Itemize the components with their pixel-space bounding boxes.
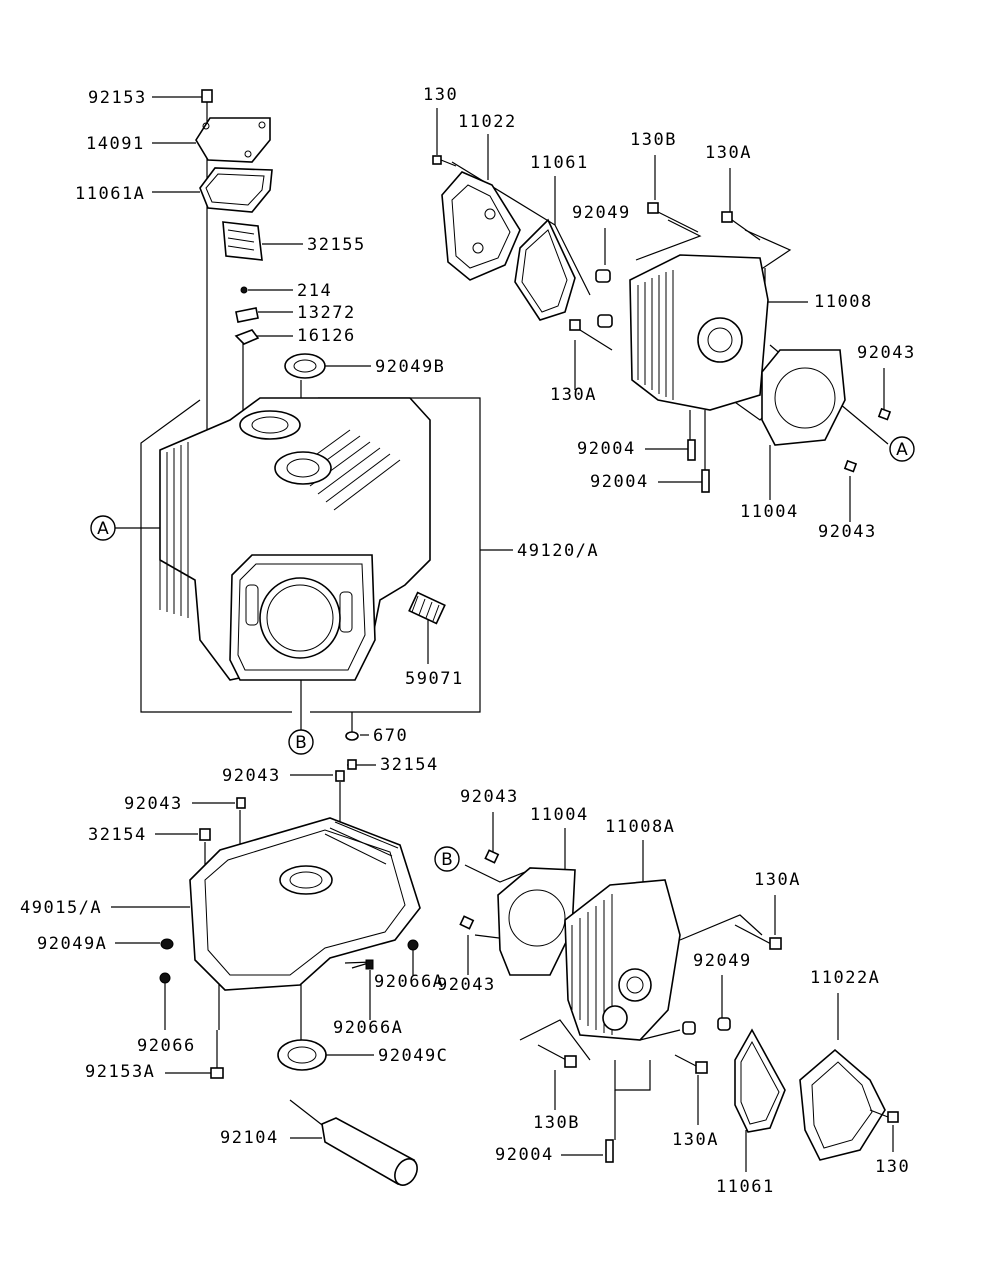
part-label-92153A: 92153A: [85, 1062, 155, 1082]
part-label-92043-b1: 92043: [460, 787, 519, 807]
breather-32155: [222, 221, 263, 261]
part-label-130A-mid: 130A: [550, 385, 597, 405]
part-label-92043-r1: 92043: [857, 343, 916, 363]
part-labels: 921531409111061A32155214132721612692049B…: [20, 85, 916, 1197]
part-label-59071: 59071: [405, 669, 464, 689]
part-label-11008: 11008: [814, 292, 873, 312]
sealant-tube-92104: [289, 1099, 418, 1186]
part-label-11004-top: 11004: [740, 502, 799, 522]
part-label-92066: 92066: [137, 1036, 196, 1056]
part-label-92049-top: 92049: [572, 203, 631, 223]
cover-plate-14091: [195, 117, 271, 163]
part-label-92049C: 92049C: [378, 1046, 448, 1066]
oring-670: [345, 731, 359, 741]
callout-letter: A: [97, 519, 109, 539]
part-label-14091: 14091: [86, 134, 145, 154]
part-label-11004-bot: 11004: [530, 805, 589, 825]
part-label-92004-bot: 92004: [495, 1145, 554, 1165]
callout-B-bot: B: [434, 846, 460, 872]
callout-B-mid: B: [288, 729, 314, 755]
part-label-130-bot: 130: [875, 1157, 910, 1177]
cylinder-head-lower: [459, 849, 899, 1163]
oil-seal-92049B: [284, 353, 326, 379]
part-label-16126: 16126: [297, 326, 356, 346]
part-label-11022: 11022: [458, 112, 517, 132]
callout-A-left: A: [90, 515, 116, 541]
part-label-130A-bot1: 130A: [754, 870, 801, 890]
callout-A-right: A: [889, 436, 915, 462]
part-label-130B-top: 130B: [630, 130, 677, 150]
crankcase-upper: [159, 397, 446, 741]
part-label-92153: 92153: [88, 88, 147, 108]
part-label-92049-bot: 92049: [693, 951, 752, 971]
part-label-49015A: 49015/A: [20, 898, 102, 918]
callout-markers: A A B B: [90, 436, 915, 872]
part-label-92066A-a: 92066A: [374, 972, 444, 992]
part-label-92066A-b: 92066A: [333, 1018, 403, 1038]
callout-letter: B: [295, 733, 307, 753]
part-label-11061A: 11061A: [75, 184, 145, 204]
part-label-92043-c1: 92043: [222, 766, 281, 786]
part-label-32154-c1: 32154: [380, 755, 439, 775]
part-label-11061-top: 11061: [530, 153, 589, 173]
part-label-92043-b2: 92043: [437, 975, 496, 995]
callout-letter: B: [441, 850, 453, 870]
part-label-92043-c2: 92043: [124, 794, 183, 814]
spring-59071: [408, 591, 446, 625]
bolt-92153: [201, 89, 213, 103]
part-label-32154-c2: 32154: [88, 825, 147, 845]
part-label-11008A: 11008A: [605, 817, 675, 837]
cylinder-head-upper: [432, 155, 892, 493]
part-label-49120A: 49120/A: [517, 541, 599, 561]
part-label-92049A: 92049A: [37, 934, 107, 954]
gasket-11061A: [199, 167, 273, 213]
callout-letter: A: [896, 440, 908, 460]
part-label-214: 214: [297, 281, 332, 301]
part-label-92004-a: 92004: [577, 439, 636, 459]
top-left-parts: [195, 89, 326, 379]
part-label-670: 670: [373, 726, 408, 746]
part-label-13272: 13272: [297, 303, 356, 323]
part-label-11061-bot: 11061: [716, 1177, 775, 1197]
part-label-130A-top: 130A: [705, 143, 752, 163]
crankcase-lower: [159, 759, 421, 1186]
part-label-130-top: 130: [423, 85, 458, 105]
part-label-92049B: 92049B: [375, 357, 445, 377]
part-label-92043-r2: 92043: [818, 522, 877, 542]
part-label-130B-bot: 130B: [533, 1113, 580, 1133]
part-label-92004-b: 92004: [590, 472, 649, 492]
part-label-92104: 92104: [220, 1128, 279, 1148]
part-label-11022A: 11022A: [810, 968, 880, 988]
part-label-32155: 32155: [307, 235, 366, 255]
part-label-130A-bot2: 130A: [672, 1130, 719, 1150]
